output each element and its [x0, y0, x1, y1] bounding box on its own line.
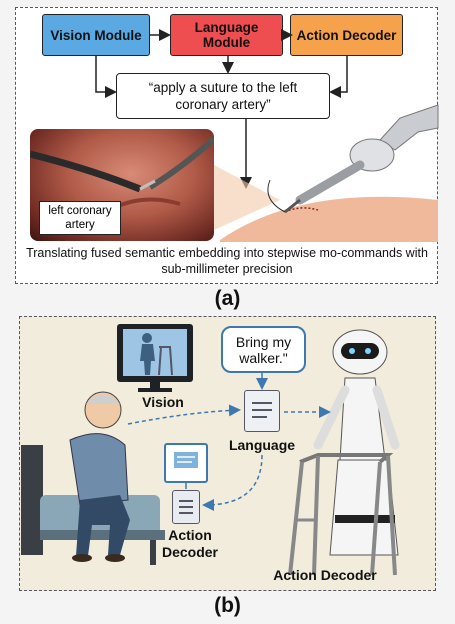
monitor-icon [117, 324, 193, 382]
vision-module-label: Vision Module [50, 27, 142, 43]
artery-label: left coronary artery [39, 201, 121, 235]
arrow-language-decoder [202, 454, 263, 511]
instruction-text: “apply a suture to the left coronary art… [148, 80, 298, 112]
caption-a: Translating fused semantic embedding int… [26, 246, 428, 276]
action-decoder-big-label: Action Decoder [273, 567, 377, 583]
suture-line [284, 207, 319, 213]
vision-label: Vision [142, 394, 184, 410]
panel-a-label: (a) [214, 287, 241, 310]
decoder-lines [179, 500, 193, 514]
arrow-vision-instruction [95, 56, 117, 98]
chat-lines [174, 452, 198, 468]
action-decoder-box: Action Decoder [290, 14, 403, 56]
robotic-arm-icon [267, 104, 439, 214]
action-decoder-small-label: Action Decoder [161, 527, 219, 560]
skin-surface [220, 196, 438, 242]
instruction-box: “apply a suture to the left coronary art… [116, 73, 330, 119]
document-icon [244, 390, 280, 432]
document-lines [252, 402, 272, 418]
walker-icon [288, 453, 397, 576]
speech-bubble: Bring my walker." [221, 326, 306, 373]
speech-text: Bring my walker." [235, 333, 292, 366]
person-with-walker-icon [140, 333, 173, 376]
language-label: Language [228, 437, 296, 453]
language-module-label: Language Module [194, 20, 259, 50]
chat-icon [164, 443, 208, 483]
elderly-person-icon [69, 391, 130, 562]
action-decoder-label: Action Decoder [296, 27, 397, 43]
monitor-screen [123, 329, 187, 376]
vision-module-box: Vision Module [42, 14, 150, 56]
panel-b-label: (b) [214, 594, 241, 617]
zoom-cone [214, 165, 280, 230]
robot-icon [313, 329, 400, 556]
decoder-icon [172, 490, 200, 524]
arrow-action-instruction [329, 56, 348, 98]
arrow-person-language [127, 404, 241, 425]
